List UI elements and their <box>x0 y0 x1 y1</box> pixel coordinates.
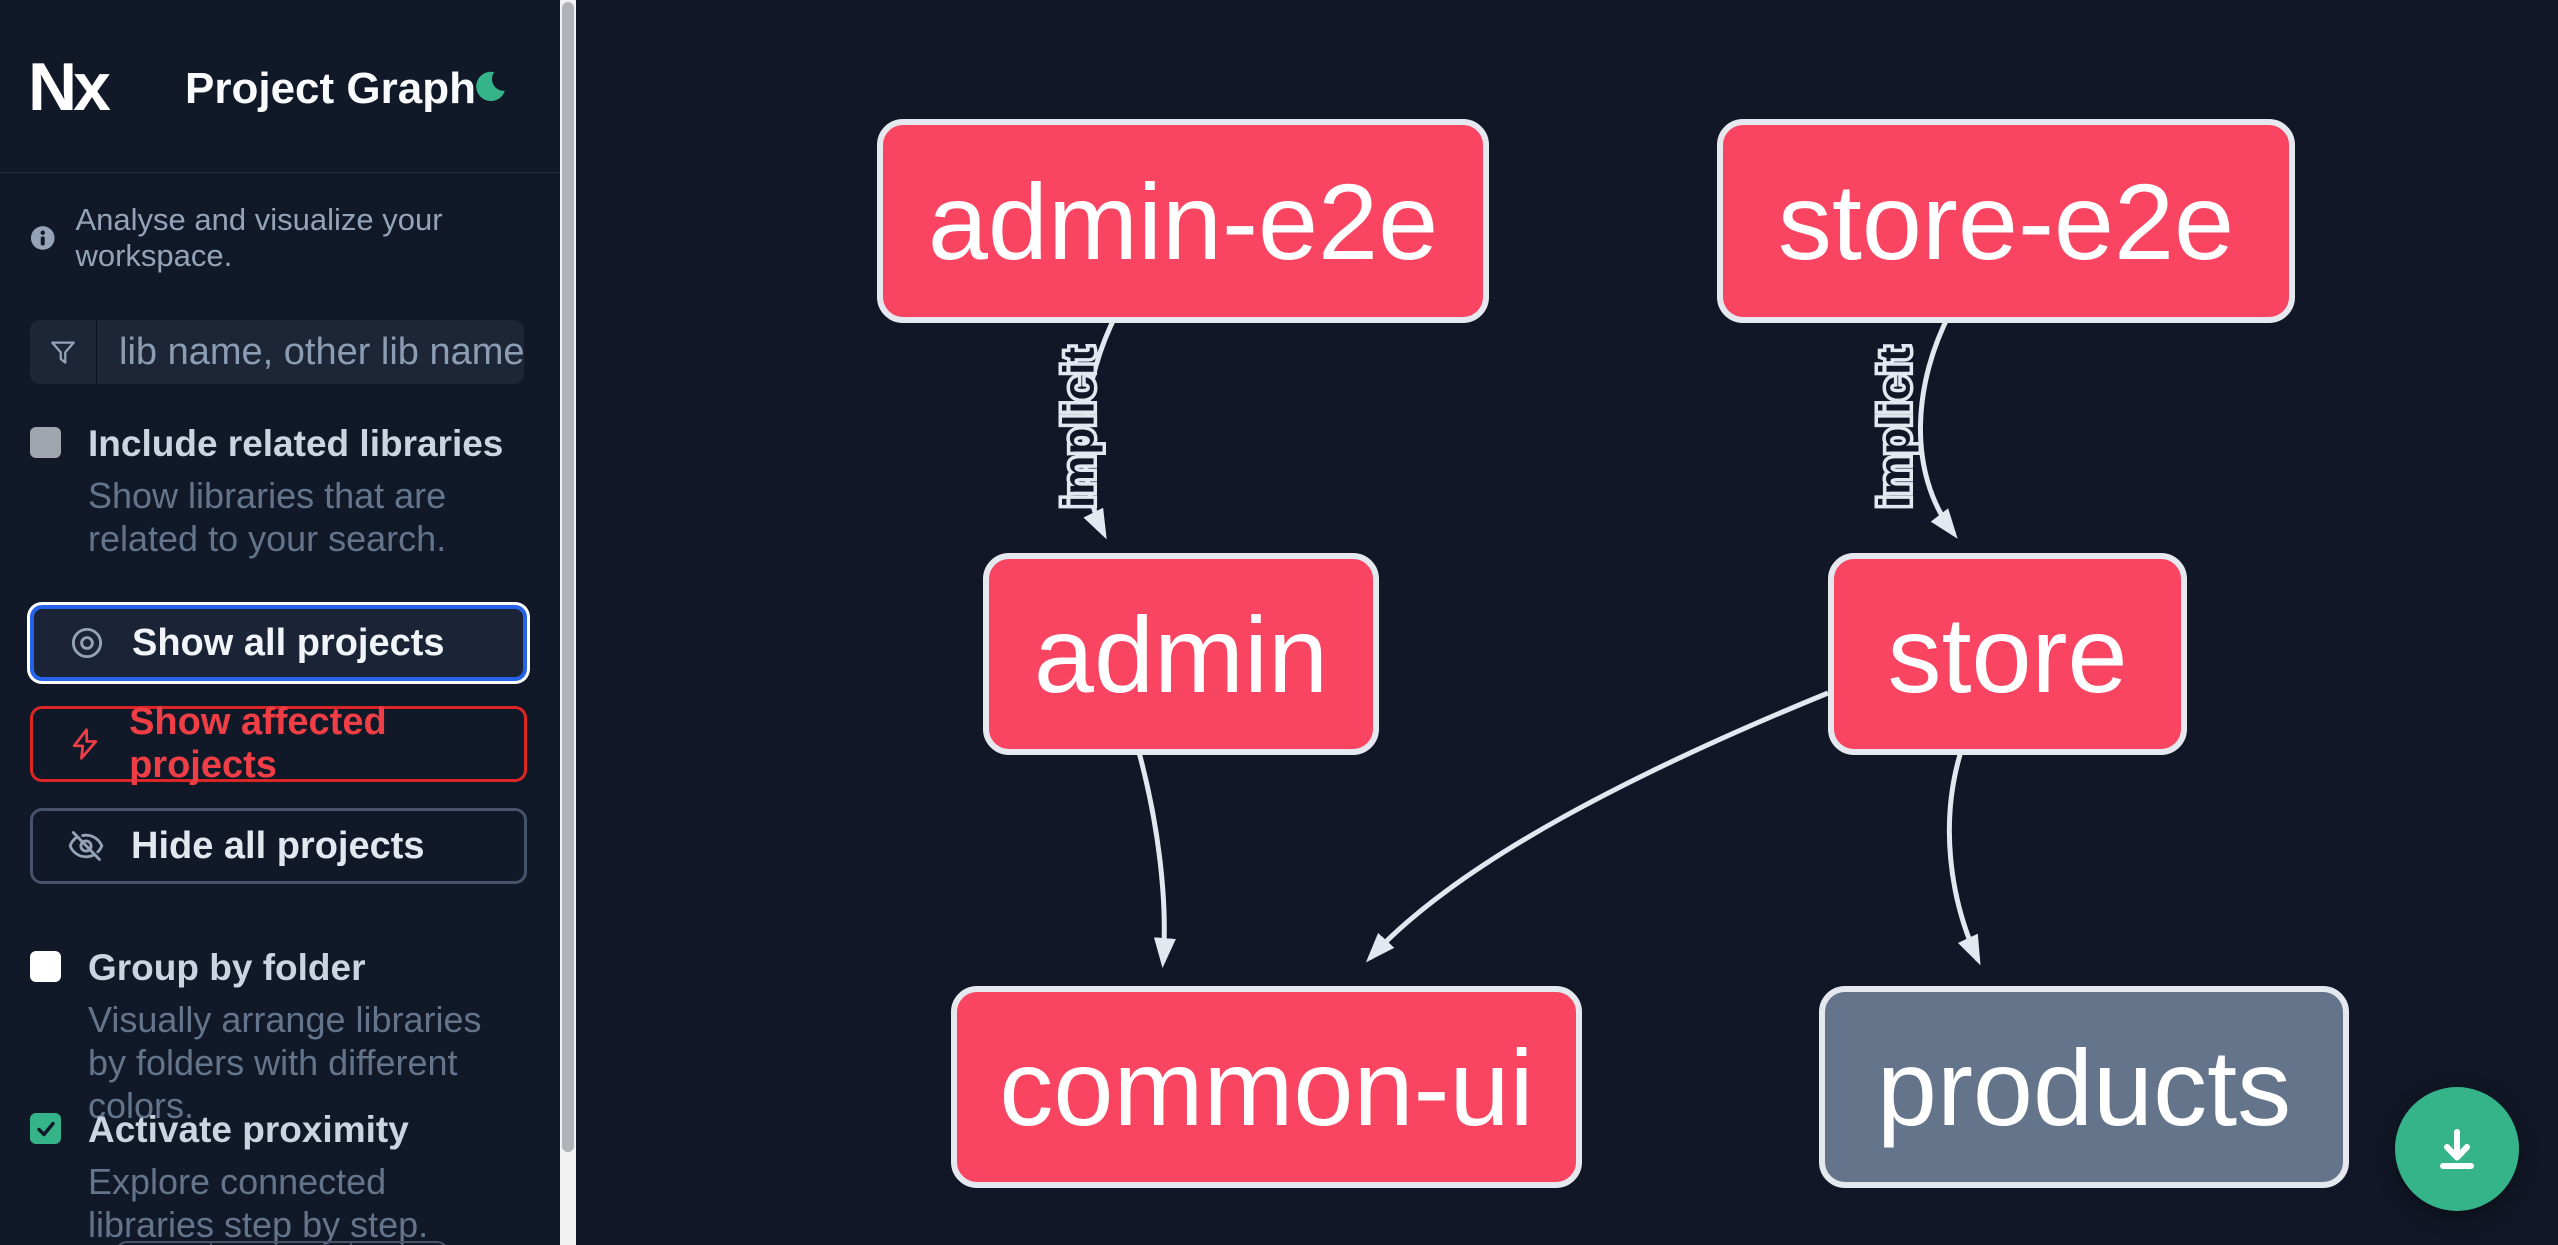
include-related-description: Show libraries that are related to your … <box>88 475 447 559</box>
include-related-label: Include related libraries <box>88 423 504 464</box>
hide-all-projects-label: Hide all projects <box>131 824 425 867</box>
proximity-stepper-increment[interactable] <box>350 1243 447 1245</box>
search-box <box>30 320 524 384</box>
tagline-row: Analyse and visualize your workspace. <box>30 202 560 274</box>
download-icon <box>2440 1129 2474 1169</box>
checkmark-icon <box>36 1121 55 1136</box>
graph-node-products[interactable]: products <box>1819 986 2349 1188</box>
sidebar-scrollbar[interactable] <box>560 0 576 1245</box>
sidebar-scrollbar-thumb[interactable] <box>562 2 574 1152</box>
edge-store-products <box>1946 744 1981 966</box>
include-related-row: Include related libraries Show libraries… <box>30 424 527 560</box>
hide-all-projects-button[interactable]: Hide all projects <box>30 808 527 884</box>
sidebar: Nx Project Graph Analyse and visualize y… <box>0 0 560 1245</box>
download-image-button[interactable] <box>2395 1087 2519 1211</box>
page-title: Project Graph <box>185 64 476 113</box>
show-all-projects-button[interactable]: Show all projects <box>30 605 527 681</box>
sidebar-header: Nx Project Graph <box>0 0 560 173</box>
info-icon <box>30 226 55 250</box>
edge-label-implicit-1: implicit <box>1055 346 1104 508</box>
filter-icon-cell <box>30 320 97 384</box>
moon-icon <box>476 71 505 102</box>
show-affected-projects-button[interactable]: Show affected projects <box>30 701 527 786</box>
tagline-text: Analyse and visualize your workspace. <box>75 202 443 273</box>
activate-proximity-label: Activate proximity <box>88 1109 409 1150</box>
graph-node-admin-e2e[interactable]: admin-e2e <box>877 119 1489 323</box>
theme-toggle-button[interactable] <box>468 65 512 109</box>
eye-off-icon <box>68 831 104 861</box>
activate-proximity-row: Activate proximity Explore connected lib… <box>30 1110 527 1245</box>
group-by-folder-row: Group by folder Visually arrange librari… <box>30 948 527 1127</box>
show-all-projects-label: Show all projects <box>132 621 445 664</box>
edge-admin-common-ui <box>1134 744 1176 968</box>
edge-store-common-ui <box>1365 690 1829 963</box>
bolt-icon <box>72 728 98 760</box>
edge-label-implicit-2: implicit <box>1871 346 1920 508</box>
graph-node-common-ui[interactable]: common-ui <box>951 986 1582 1188</box>
activate-proximity-description: Explore connected libraries step by step… <box>88 1161 429 1245</box>
activate-proximity-checkbox[interactable] <box>30 1113 61 1144</box>
show-affected-projects-label: Show affected projects <box>129 701 387 786</box>
group-by-folder-description: Visually arrange libraries by folders wi… <box>88 999 482 1126</box>
group-by-folder-checkbox[interactable] <box>30 951 61 982</box>
search-input[interactable] <box>97 320 524 384</box>
filter-funnel-icon <box>51 341 75 364</box>
edge-store-e2e-store <box>1918 311 1958 539</box>
edge-admin-e2e-admin <box>1082 311 1120 540</box>
proximity-stepper[interactable] <box>115 1241 449 1245</box>
svg-text:Nx: Nx <box>30 57 111 115</box>
eye-icon <box>71 627 103 659</box>
nx-logo-icon: Nx <box>30 57 115 115</box>
graph-node-store-e2e[interactable]: store-e2e <box>1717 119 2295 323</box>
graph-node-admin[interactable]: admin <box>983 553 1379 755</box>
proximity-stepper-value <box>210 1243 350 1245</box>
group-by-folder-label: Group by folder <box>88 947 366 988</box>
include-related-checkbox[interactable] <box>30 427 61 458</box>
graph-node-store[interactable]: store <box>1828 553 2187 755</box>
